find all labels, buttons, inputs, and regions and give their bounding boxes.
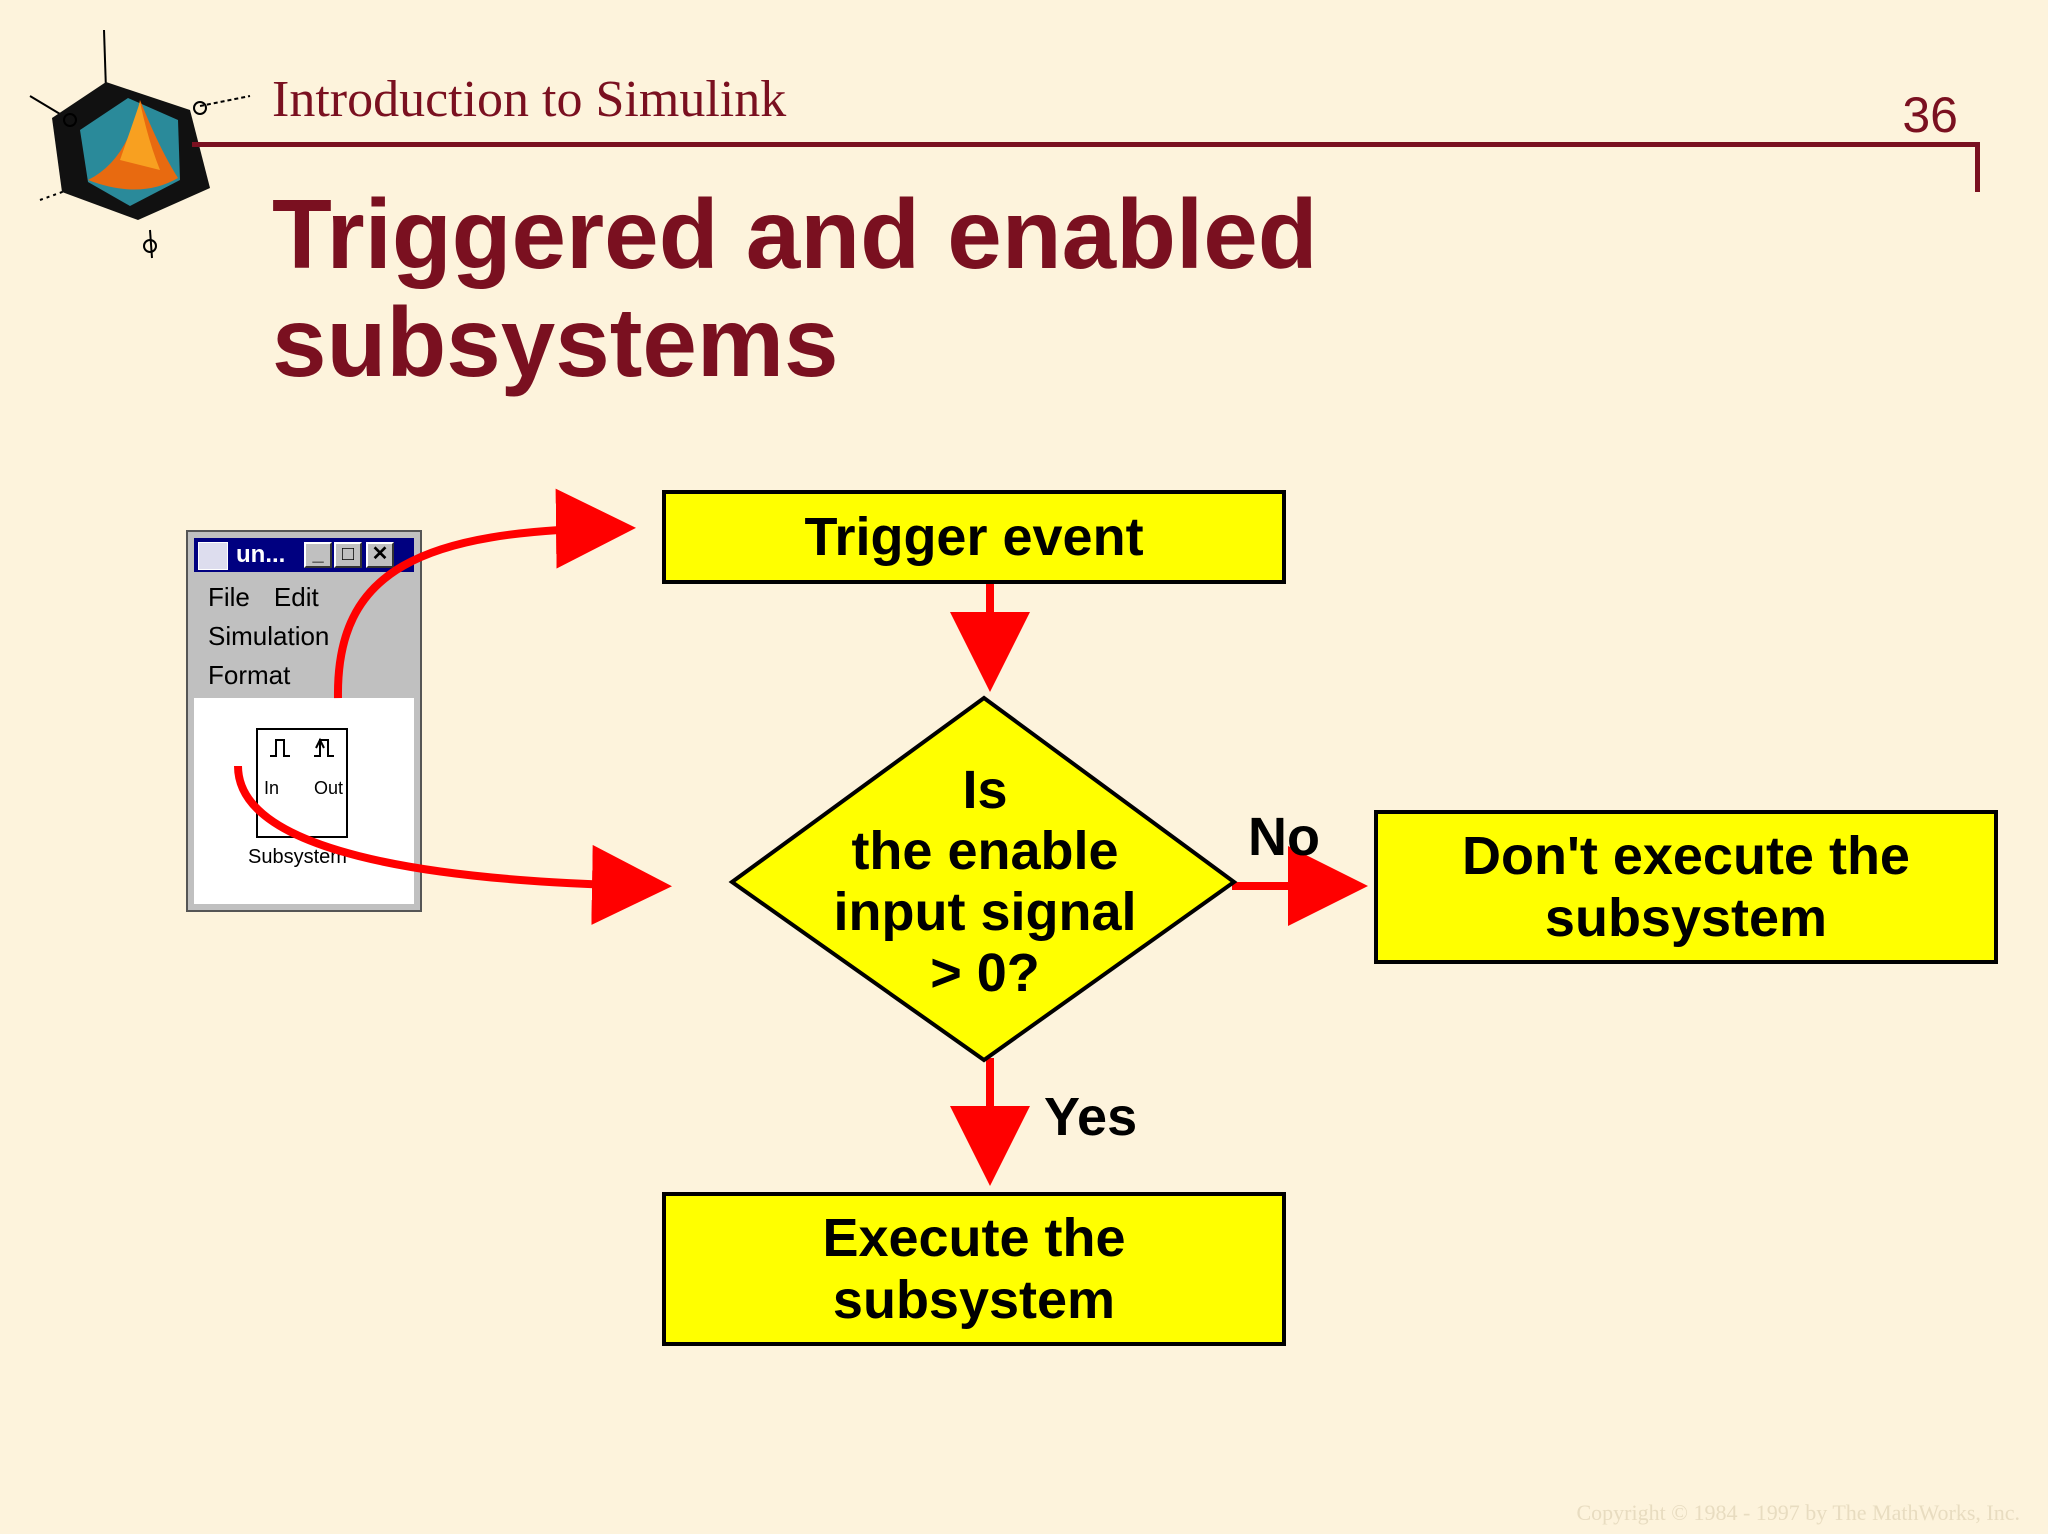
in-port-label: In [264,778,280,798]
window-title: un... [236,541,286,568]
out-port-label: Out [314,778,344,798]
dont-execute-line1: Don't execute the [1462,826,1910,886]
header-rule-tick [1975,142,1980,192]
simulink-model-icon[interactable] [198,542,228,570]
execute-line1: Execute the [822,1208,1126,1268]
menu-edit[interactable]: Edit [273,582,319,612]
slide-title-line1: Triggered and enabled [272,179,1318,289]
no-label: No [1248,807,1320,867]
execute-box: Execute the subsystem [662,1192,1286,1346]
menu-format[interactable]: Format [208,660,291,690]
trigger-event-label: Trigger event [804,507,1144,567]
decision-line-4: > 0? [930,943,1040,1003]
trigger-arrow [333,488,636,699]
decision-text: Is the enable input signal > 0? [780,760,1190,1004]
header-title: Introduction to Simulink [272,71,787,128]
page-number: 36 [1902,87,1958,143]
decision-line-1: Is [962,760,1008,820]
menu-file[interactable]: File [208,582,250,612]
dont-execute-line2: subsystem [1544,888,1828,948]
enable-decision-diamond [728,695,1238,1063]
close-icon[interactable]: ✕ [366,542,394,568]
matlab-logo-icon [29,29,251,259]
maximize-icon[interactable]: □ [334,542,362,568]
minimize-icon[interactable]: _ [304,542,332,568]
execute-line2: subsystem [832,1270,1116,1330]
enable-arrow [234,765,672,925]
simulink-window: un... _ □ ✕ File Edit Simulation Format I… [186,530,422,912]
subsystem-name: Subsystem [248,846,347,868]
trigger-event-box: Trigger event [662,490,1286,584]
slide-title-line2: subsystems [272,287,839,397]
menu-simulation[interactable]: Simulation [208,621,330,651]
dont-execute-box: Don't execute the subsystem [1374,810,1998,964]
decision-line-3: input signal [833,882,1137,942]
header-rule [192,142,1979,147]
enable-trigger-port-icon [270,737,334,757]
model-canvas: In Out Subsystem [194,698,414,904]
menu-row-1: File Edit [208,582,343,613]
decision-line-2: the enable [851,821,1119,881]
yes-label: Yes [1044,1087,1138,1147]
window-titlebar: un... _ □ ✕ [194,538,414,572]
copyright-notice: Copyright © 1984 - 1997 by The MathWorks… [1576,1500,2021,1525]
slide-title: Triggered and enabled subsystems [272,180,1772,396]
